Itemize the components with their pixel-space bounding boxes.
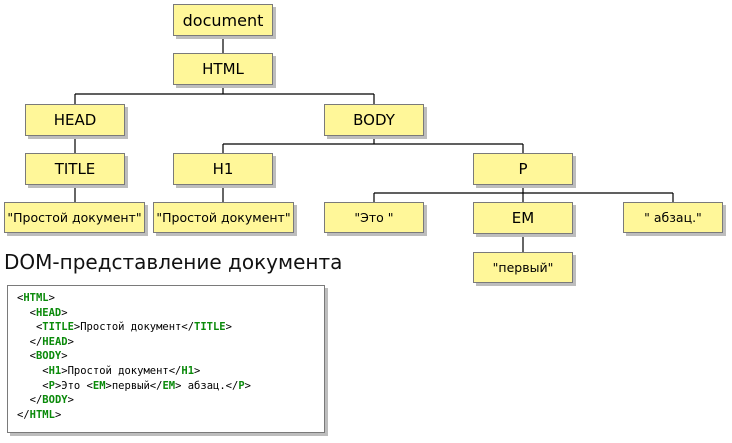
- code-line: <HEAD>: [17, 306, 324, 321]
- code-text: <: [17, 292, 24, 304]
- node-html: HTML: [173, 53, 273, 85]
- code-tag-name: TITLE: [194, 321, 226, 334]
- code-text: <: [17, 321, 43, 334]
- code-tag-name: H1: [48, 364, 62, 377]
- code-line: <BODY>: [17, 349, 324, 364]
- code-line: <HTML>: [17, 291, 324, 306]
- code-tag-name: HTML: [23, 292, 49, 304]
- code-text: >: [61, 350, 68, 363]
- code-tag-name: BODY: [42, 394, 68, 407]
- code-text: >Простой документ</: [61, 364, 182, 377]
- code-tag-name: H1: [181, 364, 195, 377]
- code-text: >: [244, 379, 251, 392]
- code-text: <: [17, 364, 49, 377]
- code-text: >Простой документ</: [73, 321, 195, 334]
- code-text: >: [48, 292, 55, 304]
- code-tag-name: P: [48, 379, 55, 392]
- code-text: >первый</: [105, 379, 163, 392]
- code-tag-name: P: [238, 379, 245, 392]
- node-h1: H1: [173, 153, 273, 185]
- code-text: >: [61, 306, 68, 319]
- code-text: >: [54, 408, 62, 421]
- code-text: >: [67, 394, 74, 407]
- code-text: > абзац.</: [175, 379, 239, 392]
- code-line: </BODY>: [17, 393, 324, 408]
- code-line: </HTML>: [17, 408, 324, 423]
- node-document: document: [173, 4, 273, 36]
- code-tag-name: HEAD: [42, 335, 68, 348]
- diagram-caption: DOM-представление документа: [4, 250, 343, 274]
- node-p-text-1: "Это ": [324, 202, 424, 233]
- node-title: TITLE: [25, 153, 125, 185]
- code-line: <H1>Простой документ</H1>: [17, 364, 324, 379]
- node-p: P: [473, 153, 573, 185]
- node-head: HEAD: [25, 104, 125, 136]
- code-tag-name: EM: [162, 379, 176, 392]
- code-text: >Это <: [54, 379, 93, 392]
- code-line: <P>Это <EM>первый</EM> абзац.</P>: [17, 379, 324, 394]
- code-tag-name: TITLE: [42, 321, 74, 334]
- code-line: </HEAD>: [17, 335, 324, 350]
- node-title-text: "Простой документ": [4, 202, 145, 233]
- code-line: <TITLE>Простой документ</TITLE>: [17, 320, 324, 335]
- code-tag-name: HTML: [29, 408, 55, 421]
- node-body: BODY: [324, 104, 424, 136]
- code-tag-name: HEAD: [35, 306, 62, 319]
- code-text: >: [67, 335, 74, 348]
- code-text: </: [17, 335, 43, 348]
- code-text: >: [194, 364, 201, 377]
- node-h1-text: "Простой документ": [153, 202, 294, 233]
- code-text: </: [17, 394, 43, 407]
- code-text: >: [225, 321, 232, 334]
- node-em-text: "первый": [473, 252, 573, 283]
- code-text: </: [17, 408, 30, 421]
- code-text: <: [17, 306, 36, 319]
- code-text: <: [17, 350, 36, 363]
- code-text: <: [17, 379, 49, 392]
- code-tag-name: EM: [92, 379, 106, 392]
- node-p-text-2: " абзац.": [623, 202, 723, 233]
- html-source-box: <HTML> <HEAD> <TITLE>Простой документ</T…: [7, 285, 325, 433]
- code-tag-name: BODY: [35, 350, 62, 363]
- node-em: EM: [473, 202, 573, 234]
